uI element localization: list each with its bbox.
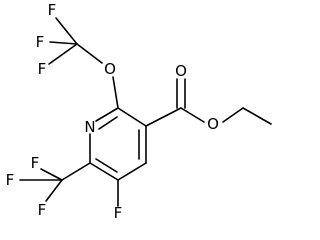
atom-f-ring: F xyxy=(114,204,123,222)
atom-n-ring: N xyxy=(84,118,95,136)
bond-ch2-ch3 xyxy=(242,107,272,125)
bond-cf3b-f7 xyxy=(45,179,63,202)
bond-lines xyxy=(19,17,272,207)
bond-c2-c3 xyxy=(117,107,147,127)
bond-cf3-f2 xyxy=(49,41,78,45)
bond-c5-c6-outer xyxy=(89,162,119,181)
atom-o-ether: O xyxy=(104,60,116,78)
atom-f1: F xyxy=(48,1,57,19)
bond-c6-cf3 xyxy=(61,162,91,181)
molecule-structure-diagram: F F F O O O N F F F F xyxy=(6,1,272,222)
atom-f5: F xyxy=(31,154,40,172)
bond-cf3-f3 xyxy=(48,43,78,65)
bond-oester-ch2 xyxy=(222,107,244,123)
atom-f3: F xyxy=(38,60,47,78)
bond-cf3b-f5 xyxy=(40,168,63,181)
bond-cf3-f1 xyxy=(55,17,78,45)
atom-f7: F xyxy=(38,201,47,219)
bond-c5-c6-inner xyxy=(95,158,118,173)
bond-n-c2-inner xyxy=(98,116,118,130)
bond-o-c2 xyxy=(112,76,119,109)
atom-labels: F F F O O O N F F F F xyxy=(6,1,219,222)
bond-carbonyl-oester xyxy=(180,107,205,123)
bond-c3-carbonyl xyxy=(145,107,182,127)
atom-o-carbonyl: O xyxy=(175,62,187,80)
atom-o-ester: O xyxy=(207,115,219,133)
bond-n-c2-outer xyxy=(95,107,119,122)
bond-c4-c5 xyxy=(117,162,147,181)
atom-f2: F xyxy=(36,33,45,51)
bond-cf3-o xyxy=(76,43,103,64)
atom-f6: F xyxy=(6,171,15,189)
